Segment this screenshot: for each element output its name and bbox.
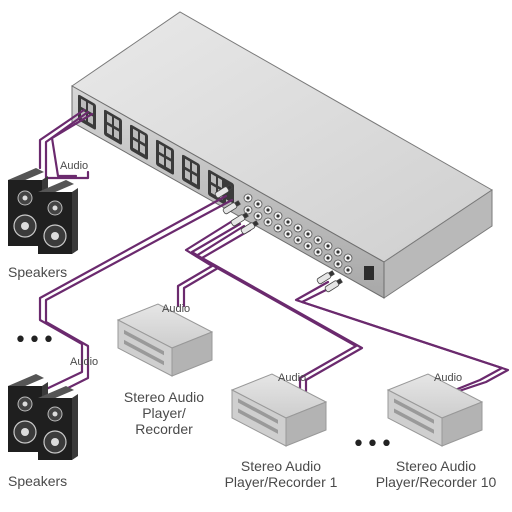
audio-label-player-1: Audio — [278, 372, 307, 384]
speaker-icon — [38, 180, 78, 254]
ellipsis-players: ••• — [352, 432, 394, 457]
rca-jacks — [243, 193, 353, 275]
speaker-icon — [8, 168, 48, 246]
speakers-label-bottom: Speakers — [8, 473, 68, 489]
speaker-icon — [38, 386, 78, 460]
audio-cables — [38, 108, 510, 394]
ellipsis-speakers: ••• — [14, 328, 56, 353]
speakers-label-top: Speakers — [8, 264, 68, 280]
stereo-player-icon — [230, 373, 328, 447]
stereo-player-recorder-10-label: Stereo Audio Player/Recorder 10 — [375, 458, 497, 491]
audio-label-top-speakers: Audio — [60, 160, 89, 172]
stereo-player-recorder-1-label: Stereo Audio Player/Recorder 1 — [224, 458, 338, 491]
rack-device — [71, 11, 493, 299]
rca-plugs — [214, 184, 343, 293]
stereo-player-icon — [116, 303, 214, 377]
stereo-player-recorder-label: Stereo Audio Player/ Recorder — [123, 389, 205, 438]
audio-label-bottom-speakers: Audio — [70, 356, 99, 368]
stereo-player-icon — [386, 373, 484, 447]
audio-label-player-10: Audio — [434, 372, 463, 384]
power-connector — [364, 266, 374, 280]
audio-label-player: Audio — [162, 303, 191, 315]
